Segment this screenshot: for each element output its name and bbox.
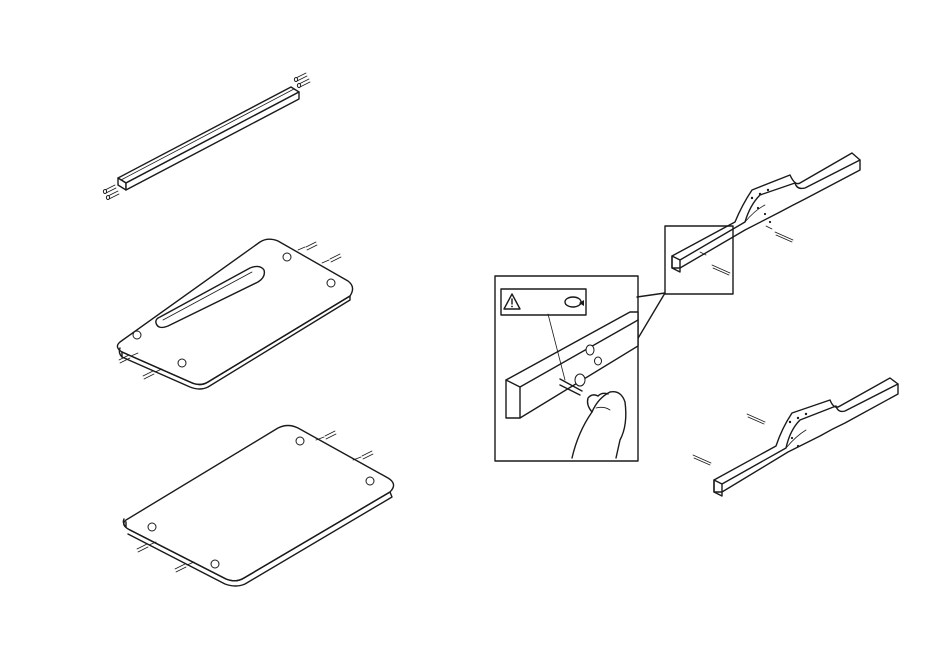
- leg-upper: [672, 153, 860, 275]
- rotate-arrow-icon: [565, 297, 584, 307]
- warning-triangle-icon: [504, 294, 520, 309]
- leg-lower: [693, 378, 898, 496]
- detail-callout-panel: [495, 276, 638, 461]
- base-plate: [123, 426, 393, 587]
- top-plate-with-slot: [117, 239, 352, 389]
- rail-dowel-left: [103, 185, 119, 200]
- rail-dowel-right: [294, 73, 310, 88]
- rail-part: [103, 73, 310, 200]
